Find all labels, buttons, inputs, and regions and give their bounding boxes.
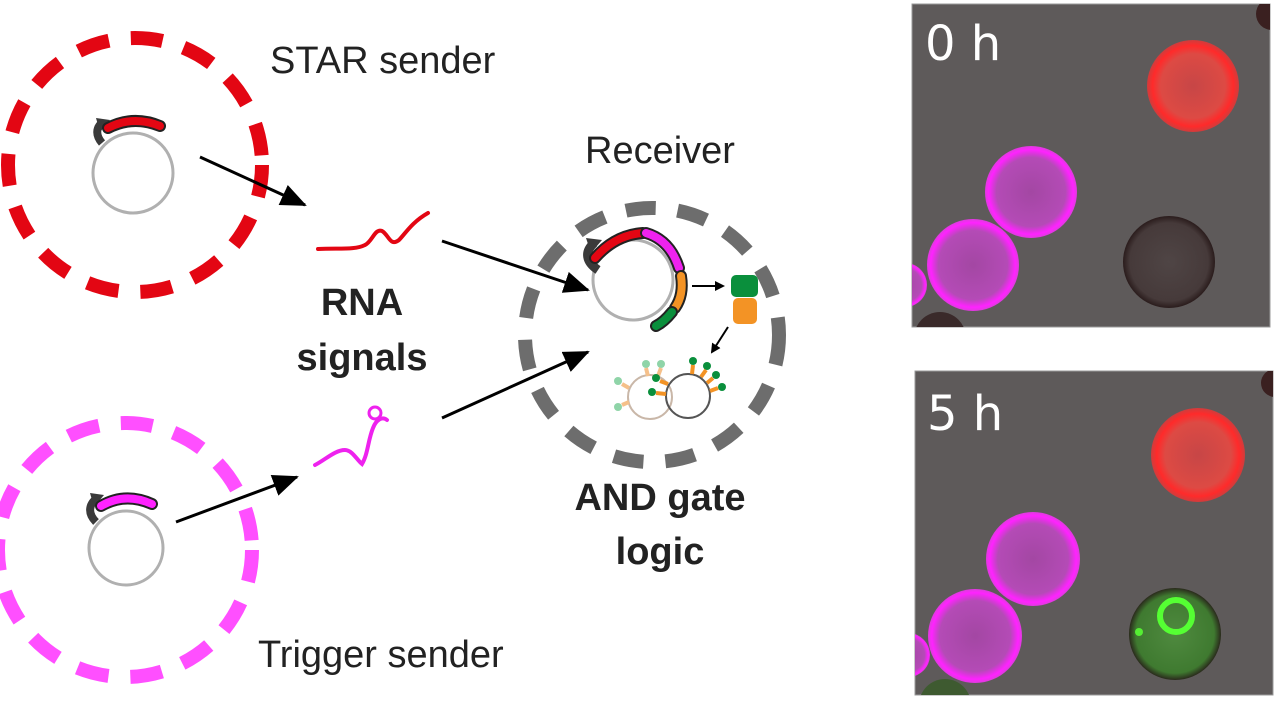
- gfp-vesicle-bright: [1157, 597, 1195, 635]
- trigger-sender-droplet-edge: [912, 264, 927, 306]
- micrograph-0h: 0 h: [911, 3, 1271, 328]
- droplet-edge: [1256, 4, 1270, 30]
- time-label-0h: 0 h: [925, 16, 1001, 72]
- receiver-droplet-off: [1123, 216, 1215, 308]
- receiver-toehold-gene-fill: [642, 229, 683, 272]
- vesicle-light-linkers: [621, 367, 663, 407]
- and-gate-label-line2: logic: [616, 531, 705, 573]
- trigger-sender-droplet: [927, 219, 1019, 311]
- micrograph-5h: 5 h: [914, 370, 1274, 696]
- vesicle-light: [627, 374, 673, 420]
- star-sender-plasmid: [91, 131, 175, 215]
- trigger-sender-cell-membrane: [0, 416, 259, 684]
- trigger-rna-loop: [367, 405, 383, 421]
- star-rna-icon: [316, 211, 430, 251]
- star-sender: STAR sender: [1, 31, 496, 299]
- receiver-green-gene-fill: [652, 308, 676, 330]
- arrow-to-vesicles: [710, 326, 729, 354]
- rna-signals-label-line2: signals: [297, 337, 428, 379]
- droplet-edge: [916, 312, 964, 327]
- star-sender-cell-membrane: [1, 31, 269, 299]
- star-sender-droplet: [1147, 40, 1239, 132]
- receiver-label: Receiver: [585, 130, 735, 172]
- and-gate-label-line1: AND gate: [574, 477, 745, 519]
- trigger-sender-label: Trigger sender: [258, 634, 504, 676]
- vesicle-dark-proteins: [648, 357, 726, 396]
- trigger-sender-droplet: [985, 146, 1077, 238]
- trigger-sender-droplet: [928, 589, 1022, 683]
- receiver: Receiver: [518, 130, 786, 573]
- vesicle-dark: [665, 373, 711, 419]
- trigger-sender: Trigger sender: [0, 416, 504, 684]
- arrow-trigger-to-rna: [175, 475, 299, 524]
- star-sender-droplet: [1151, 408, 1245, 502]
- receiver-cell-membrane: [518, 201, 786, 469]
- trigger-sender-droplet-edge: [915, 634, 930, 676]
- protein-green-domain: [731, 275, 758, 297]
- rna-signals-label-line1: RNA: [321, 282, 403, 324]
- receiver-star-gene-fill: [591, 229, 647, 262]
- promoter-arrowhead-icon: [586, 238, 602, 253]
- promoter-arrowhead-icon: [90, 493, 104, 507]
- trigger-rna-icon: [313, 416, 389, 467]
- trigger-sender-droplet: [986, 512, 1080, 606]
- protein-orange-domain: [733, 298, 757, 324]
- vesicle-dark-linkers: [655, 364, 719, 396]
- trigger-gene-fill: [97, 494, 156, 510]
- trigger-sender-plasmid: [87, 509, 165, 587]
- droplet-edge: [1261, 371, 1273, 397]
- receiver-orange-gene-fill: [671, 272, 686, 312]
- arrow-trigger-rna-to-receiver: [441, 350, 590, 420]
- gfp-spot: [1135, 628, 1143, 636]
- time-label-5h: 5 h: [927, 386, 1003, 442]
- arrow-star-to-rna: [199, 155, 307, 207]
- droplet-edge-green: [921, 679, 969, 695]
- star-gene-fill: [104, 117, 164, 132]
- arrow-star-rna-to-receiver: [441, 239, 590, 293]
- vesicle-light-proteins: [614, 360, 665, 411]
- star-sender-label: STAR sender: [270, 40, 496, 82]
